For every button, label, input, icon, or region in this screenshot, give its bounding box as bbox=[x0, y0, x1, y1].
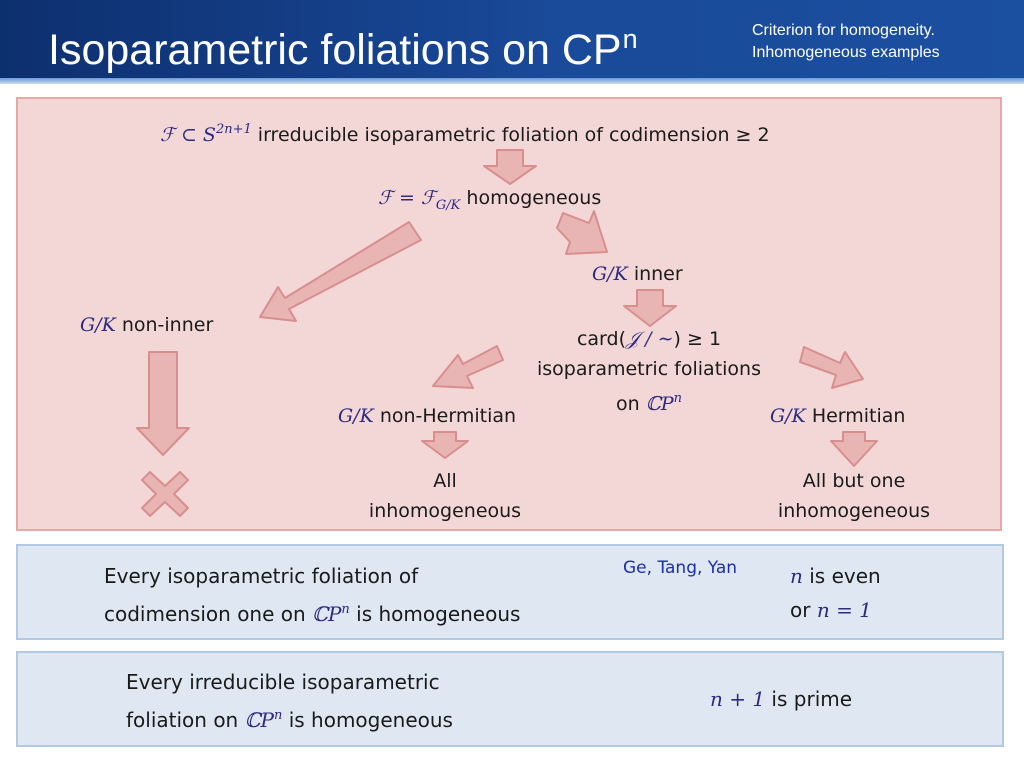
cross-icon bbox=[141, 471, 189, 517]
hermitian-node: G/K Hermitian bbox=[770, 405, 906, 427]
codimension-one-panel bbox=[16, 544, 1004, 640]
arrow-card-to-nonhermitian bbox=[432, 345, 504, 389]
slide-title: Isoparametric foliations on CPn bbox=[48, 24, 638, 74]
on-cpn-label: on ℂPn bbox=[616, 391, 682, 415]
arrow-homogeneous-to-noninner bbox=[259, 221, 422, 322]
citation-ge-tang-yan: Ge, Tang, Yan bbox=[623, 558, 738, 578]
all-inhomogeneous-line1: All bbox=[433, 470, 457, 492]
allbutone-line1: All but one bbox=[802, 470, 906, 492]
arrow-noninner-down bbox=[136, 351, 190, 456]
all-inhomogeneous-line2: inhomogeneous bbox=[368, 500, 522, 522]
title-underline bbox=[0, 78, 1024, 84]
box2-line1: Every irreducible isoparametric bbox=[126, 670, 440, 694]
isoparametric-foliations-label: isoparametric foliations bbox=[537, 358, 761, 380]
inner-node: G/K inner bbox=[592, 263, 683, 285]
box2-right: n + 1 is prime bbox=[710, 687, 853, 711]
allbutone-line2: inhomogeneous bbox=[777, 500, 931, 522]
title-bar bbox=[0, 0, 1024, 78]
nonhermitian-node: G/K non-Hermitian bbox=[338, 405, 517, 427]
slide-subtitle: Criterion for homogeneity. Inhomogeneous… bbox=[752, 22, 940, 61]
box2-line2: foliation on ℂPn is homogeneous bbox=[126, 708, 453, 732]
box1-line1: Every isoparametric foliation of bbox=[104, 564, 419, 588]
arrow-top-to-homogeneous bbox=[483, 149, 537, 185]
box1-line2: codimension one on ℂPn is homogeneous bbox=[104, 602, 521, 626]
top-statement: ℱ ⊂ S2n+1 irreducible isoparametric foli… bbox=[160, 122, 770, 146]
arrow-homogeneous-to-inner bbox=[556, 210, 608, 255]
arrow-inner-to-card bbox=[623, 289, 677, 327]
arrow-nonhermitian-to-all bbox=[421, 431, 469, 459]
card-node: card(𝒥 / ∼) ≥ 1 bbox=[576, 328, 722, 350]
arrow-card-to-hermitian bbox=[799, 346, 864, 389]
homogeneous-node: ℱ = ℱG/K homogeneous bbox=[378, 187, 602, 213]
arrow-hermitian-to-allbutone bbox=[830, 431, 878, 467]
box1-right-line1: n is even bbox=[790, 564, 881, 588]
noninner-node: G/K non-inner bbox=[80, 314, 214, 336]
irreducible-panel bbox=[16, 651, 1004, 747]
box1-right-line2: or n = 1 bbox=[790, 598, 872, 622]
